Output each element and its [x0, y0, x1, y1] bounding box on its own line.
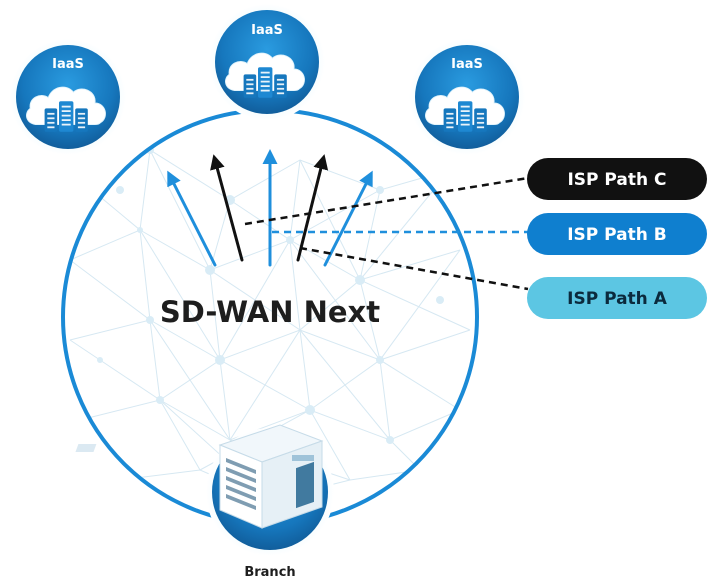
arrow-blue-left — [167, 170, 217, 267]
cloud-label: IaaS — [52, 57, 84, 72]
isp-path-a-pill: ISP Path A — [527, 277, 707, 319]
connector-path-c — [244, 176, 529, 226]
cloud-badge-center: IaaS — [209, 4, 325, 120]
office-building-icon — [75, 424, 324, 529]
branch-badge — [75, 424, 334, 556]
isp-path-c-label: ISP Path C — [567, 170, 666, 190]
isp-path-b-label: ISP Path B — [567, 225, 667, 245]
arrow-black-left — [210, 154, 244, 262]
cloud-badge-left: IaaS — [10, 39, 126, 155]
isp-path-c-pill: ISP Path C — [527, 158, 707, 200]
center-label: SD-WAN Next — [160, 295, 380, 329]
branch-label: Branch — [244, 565, 295, 580]
traffic-arrows — [167, 149, 373, 267]
connector-path-a — [299, 246, 529, 291]
isp-path-b-pill: ISP Path B — [527, 213, 707, 255]
cloud-badge-right: IaaS — [409, 39, 525, 155]
cloud-label: IaaS — [451, 57, 483, 72]
cloud-label: IaaS — [251, 23, 283, 38]
arrow-blue-right — [323, 170, 373, 267]
isp-path-a-label: ISP Path A — [567, 289, 668, 309]
isp-connectors — [244, 176, 529, 291]
arrow-black-right — [296, 154, 329, 262]
